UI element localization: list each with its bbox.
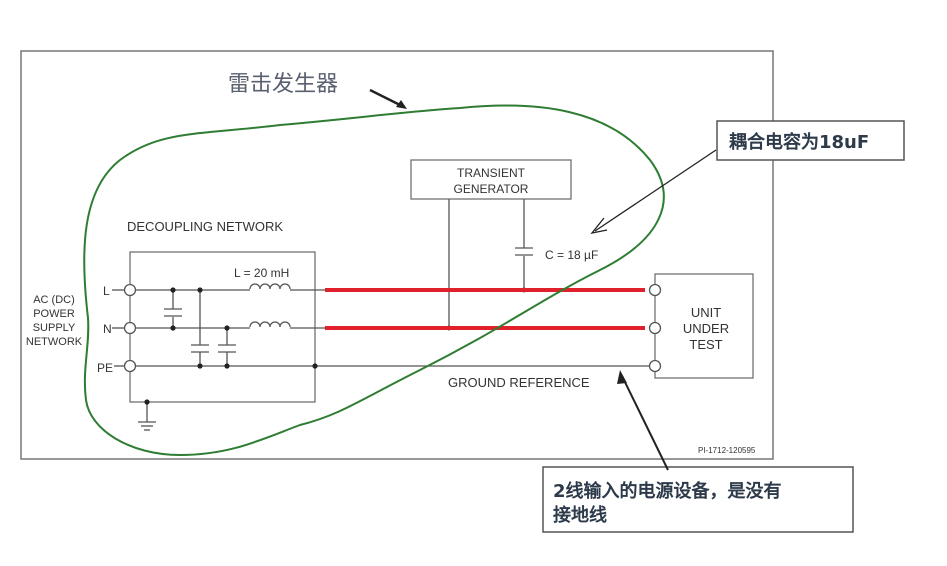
figure-id: PI-1712-120595 — [698, 446, 756, 455]
supply-label-3: SUPPLY — [33, 322, 76, 334]
coupling-cap-callout: 耦合电容为18uF — [729, 131, 869, 153]
supply-label-4: NETWORK — [26, 336, 83, 348]
two-wire-arrow — [621, 375, 669, 471]
supply-label-1: AC (DC) — [33, 294, 75, 306]
terminal-l-label: L — [103, 284, 110, 298]
inductor-n — [249, 321, 291, 328]
transient-generator-label-2: GENERATOR — [454, 182, 529, 196]
coupling-cap-callout-box — [716, 120, 905, 161]
transient-generator-label-1: TRANSIENT — [457, 166, 526, 180]
uut-terminals — [648, 283, 662, 373]
wiring — [112, 199, 650, 431]
transient-generator-box — [410, 159, 572, 200]
unit-under-test-box — [654, 273, 754, 379]
title-arrow — [369, 88, 403, 108]
supply-label-2: POWER — [33, 308, 75, 320]
ground-reference-label: GROUND REFERENCE — [448, 375, 590, 390]
two-wire-callout-line-1: 2线输入的电源设备，是没有 — [553, 480, 782, 502]
terminal-n-label: N — [103, 322, 112, 336]
inductor-value: L = 20 mH — [234, 266, 289, 280]
uut-label-3: TEST — [689, 337, 722, 352]
capacitor-value: C = 18 µF — [545, 248, 598, 262]
title-arrow-head — [396, 100, 407, 109]
decoupling-network-label: DECOUPLING NETWORK — [127, 219, 283, 234]
two-wire-callout-line-2: 接地线 — [553, 504, 607, 526]
two-wire-arrow-head — [617, 370, 627, 384]
inductor-l — [249, 283, 291, 290]
terminal-pe-label: PE — [97, 361, 113, 375]
surge-loop-outline — [83, 104, 665, 457]
uut-label-1: UNIT — [691, 305, 721, 320]
two-wire-callout-box — [542, 466, 854, 533]
surge-generator-title: 雷击发生器 — [228, 72, 338, 97]
terminals — [123, 283, 137, 373]
coupling-cap-arrow — [594, 149, 717, 232]
uut-label-2: UNDER — [683, 321, 729, 336]
diagram-frame — [20, 50, 774, 460]
coupling-cap-arrow-head — [590, 217, 608, 234]
